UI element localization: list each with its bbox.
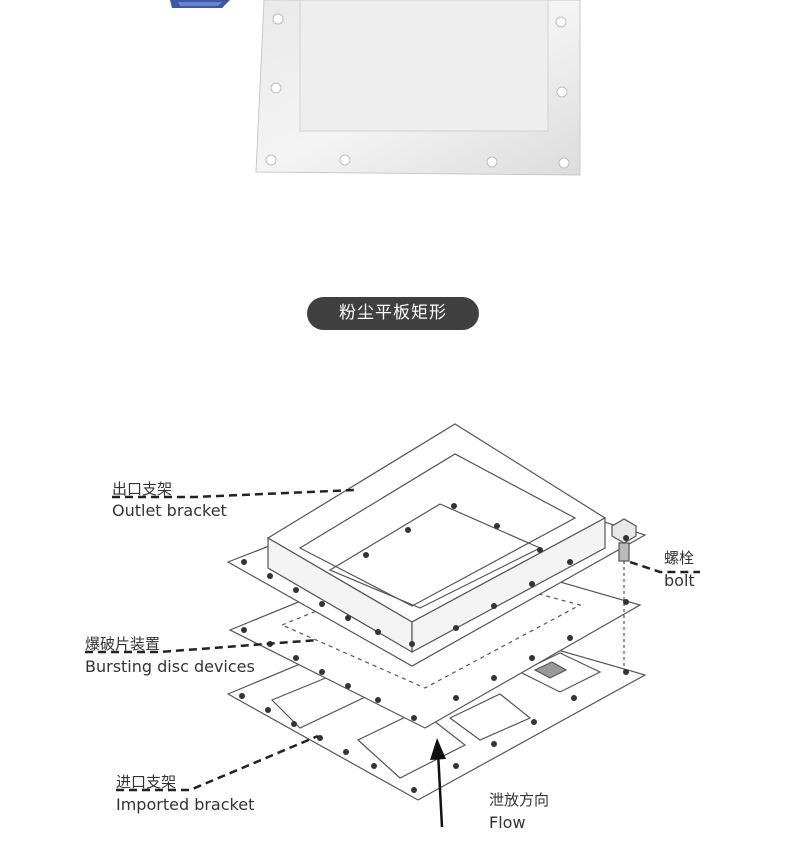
label-outlet-en: Outlet bracket bbox=[112, 501, 227, 520]
flow-arrow-icon bbox=[430, 738, 446, 828]
blue-label-fragment bbox=[170, 0, 230, 8]
label-bolt-en: bolt bbox=[664, 571, 695, 590]
exploded-diagram: 出口支架 Outlet bracket 爆破片装置 Bursting disc … bbox=[85, 423, 700, 832]
outlet-bracket-frame bbox=[226, 423, 647, 667]
label-flow-cn: 泄放方向 bbox=[489, 791, 549, 809]
label-bursting-cn: 爆破片装置 bbox=[85, 635, 160, 653]
label-outlet-cn: 出口支架 bbox=[112, 480, 172, 498]
mounting-holes bbox=[239, 503, 629, 793]
section-title-badge: 粉尘平板矩形 bbox=[307, 297, 479, 330]
label-flow-en: Flow bbox=[489, 813, 526, 832]
label-bursting-en: Bursting disc devices bbox=[85, 657, 255, 676]
label-imported-cn: 进口支架 bbox=[116, 773, 176, 791]
label-imported-en: Imported bracket bbox=[116, 795, 254, 814]
plate-bolt-holes bbox=[265, 13, 570, 169]
bolt-icon bbox=[611, 518, 637, 670]
outlet-leader bbox=[112, 488, 356, 499]
bolt-leader bbox=[629, 560, 700, 574]
label-bolt-cn: 螺栓 bbox=[664, 549, 694, 567]
plate-inner-panel bbox=[299, 0, 549, 132]
product-photo bbox=[170, 0, 581, 176]
